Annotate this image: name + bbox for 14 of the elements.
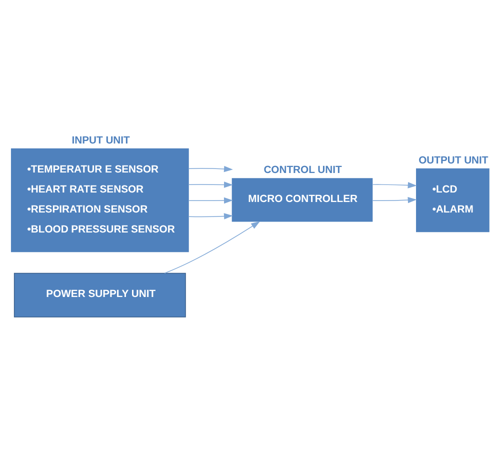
arrow: [188, 197, 233, 204]
arrow: [188, 166, 233, 172]
node-box: •LCD •ALARM: [416, 168, 490, 232]
node-box: POWER SUPPLY UNIT: [14, 272, 186, 318]
node-label: CONTROL UNIT: [264, 165, 342, 176]
node-label: INPUT UNIT: [72, 135, 130, 146]
arrow: [164, 221, 260, 274]
node-label: OUTPUT UNIT: [418, 155, 488, 166]
arrow: [188, 213, 233, 220]
arrow: [372, 196, 417, 204]
node-box: •TEMPERATUR E SENSOR •HEART RATE SENSOR •RESPIRATION SENSOR •BLOOD PRESSURE SENSOR: [10, 148, 189, 252]
arrow: [188, 182, 233, 188]
node-box: MICRO CONTROLLER: [232, 178, 373, 222]
arrow: [372, 182, 417, 188]
